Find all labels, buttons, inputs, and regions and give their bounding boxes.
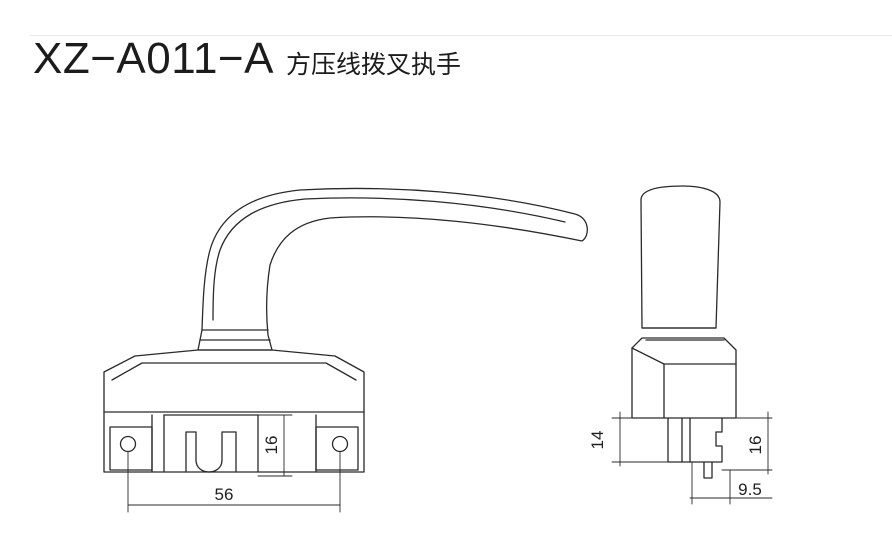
dim-front-height: 16 — [262, 436, 281, 455]
front-handle-lever — [197, 187, 588, 351]
dim-side-height-right: 16 — [746, 436, 765, 455]
front-left-screw-hole — [119, 435, 137, 453]
product-name: 方压线拨叉执手 — [285, 50, 461, 79]
header-divider — [30, 35, 892, 36]
front-base-body — [103, 349, 365, 473]
front-handle-inner-line — [212, 197, 566, 321]
page-title: XZ−A011−A 方压线拨叉执手 — [33, 34, 461, 94]
side-base-block — [631, 337, 737, 419]
model-code: XZ−A011−A — [33, 34, 274, 83]
side-spindle — [667, 417, 723, 463]
front-fork-slot — [163, 414, 259, 473]
dim-side-height-left: 14 — [588, 431, 607, 450]
front-left-screw-pocket — [109, 426, 153, 471]
front-right-screw-hole — [331, 435, 349, 453]
front-right-screw-pocket — [315, 426, 359, 471]
dim-side-offset: 9.5 — [738, 480, 762, 499]
side-handle-grip — [640, 185, 721, 329]
side-view — [611, 185, 773, 505]
dim-base-width: 56 — [215, 485, 234, 504]
front-view — [103, 187, 588, 513]
